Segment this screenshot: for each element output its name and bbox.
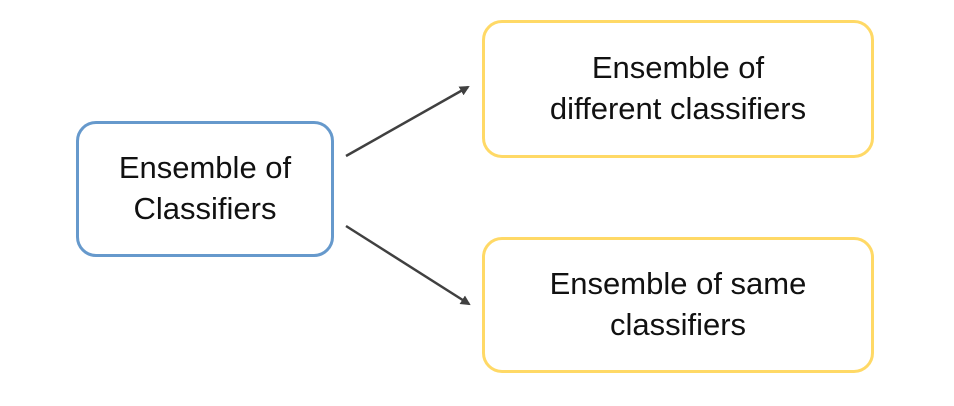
node-label-line: Ensemble of	[118, 150, 292, 186]
node-same-classifiers: Ensemble of same classifiers	[482, 237, 874, 373]
node-label-line: classifiers	[609, 307, 747, 342]
arrow-to-same-classifiers	[345, 224, 471, 306]
node-label: Ensemble of different classifiers	[550, 48, 806, 130]
node-label-line: Ensemble of same	[549, 266, 807, 302]
node-label-line: Classifiers	[133, 191, 277, 226]
node-ensemble-of-classifiers: Ensemble of Classifiers	[76, 121, 334, 257]
node-label: Ensemble of same classifiers	[550, 264, 807, 346]
node-label-line: different classifiers	[549, 91, 807, 126]
node-label-line: Ensemble of	[591, 50, 765, 86]
arrow-to-different-classifiers	[345, 85, 470, 158]
node-different-classifiers: Ensemble of different classifiers	[482, 20, 874, 158]
node-label: Ensemble of Classifiers	[119, 148, 291, 230]
